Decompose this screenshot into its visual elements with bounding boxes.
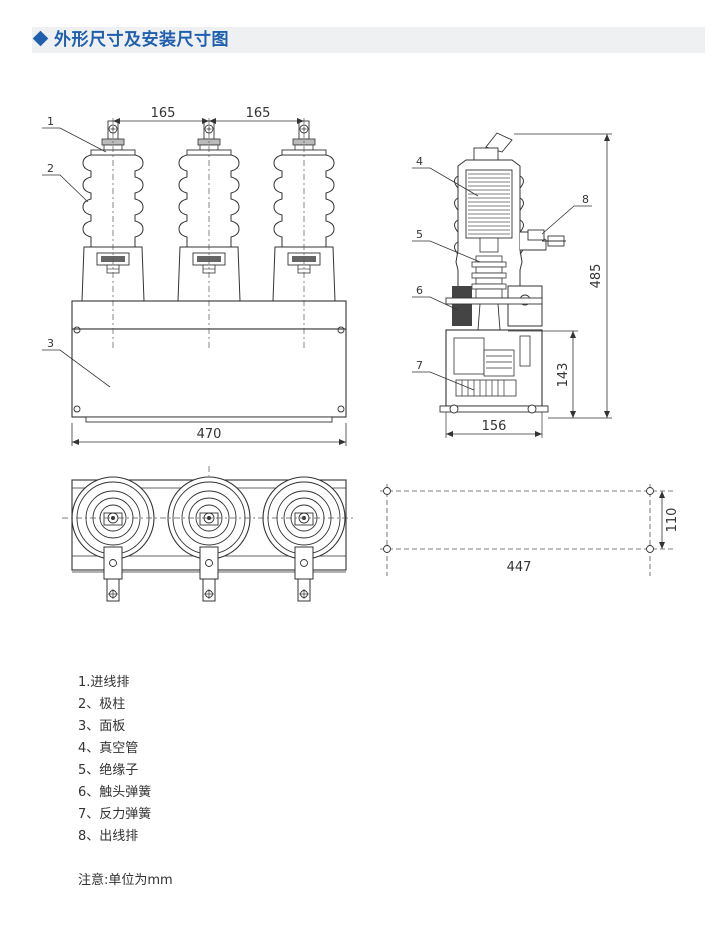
legend-item: 2、极柱 xyxy=(78,697,126,712)
parts-legend: 1.进线排 2、极柱 3、面板 4、真空管 5、绝缘子 6、触头弹簧 7、反力弹… xyxy=(78,672,151,848)
front-view: 165 165 470 1 2 3 xyxy=(42,106,347,446)
callout-5: 5 xyxy=(416,228,423,241)
legend-item: 5、绝缘子 xyxy=(78,763,139,778)
callout-4: 4 xyxy=(416,155,423,168)
section-title: 外形尺寸及安装尺寸图 xyxy=(54,30,229,50)
legend-item: 1.进线排 xyxy=(78,675,130,690)
section-header: 外形尺寸及安装尺寸图 xyxy=(32,27,705,53)
dim-pitch-right: 165 xyxy=(246,106,271,121)
unit-note: 注意:单位为mm xyxy=(78,873,173,888)
callout-8: 8 xyxy=(582,193,589,206)
side-view: 485 143 156 4 5 6 7 8 xyxy=(412,132,612,438)
legend-item: 3、面板 xyxy=(78,719,126,734)
dim-mount-width: 110 xyxy=(665,508,680,533)
callout-2: 2 xyxy=(47,162,54,175)
dim-pitch-left: 165 xyxy=(151,106,176,121)
callout-1: 1 xyxy=(47,115,54,128)
dim-height: 485 xyxy=(589,264,604,289)
dim-lower: 143 xyxy=(556,363,571,388)
top-view xyxy=(62,466,356,602)
legend-item: 4、真空管 xyxy=(78,741,139,756)
legend-item: 7、反力弹簧 xyxy=(78,807,152,822)
callout-6: 6 xyxy=(416,284,423,297)
callout-3: 3 xyxy=(47,337,54,350)
legend-item: 8、出线排 xyxy=(78,829,139,844)
callout-7: 7 xyxy=(416,359,423,372)
dim-width: 470 xyxy=(197,427,222,442)
dim-mount-length: 447 xyxy=(507,560,532,575)
legend-item: 6、触头弹簧 xyxy=(78,785,152,800)
dim-base: 156 xyxy=(482,419,507,434)
mounting-view: 110 447 xyxy=(380,484,680,576)
